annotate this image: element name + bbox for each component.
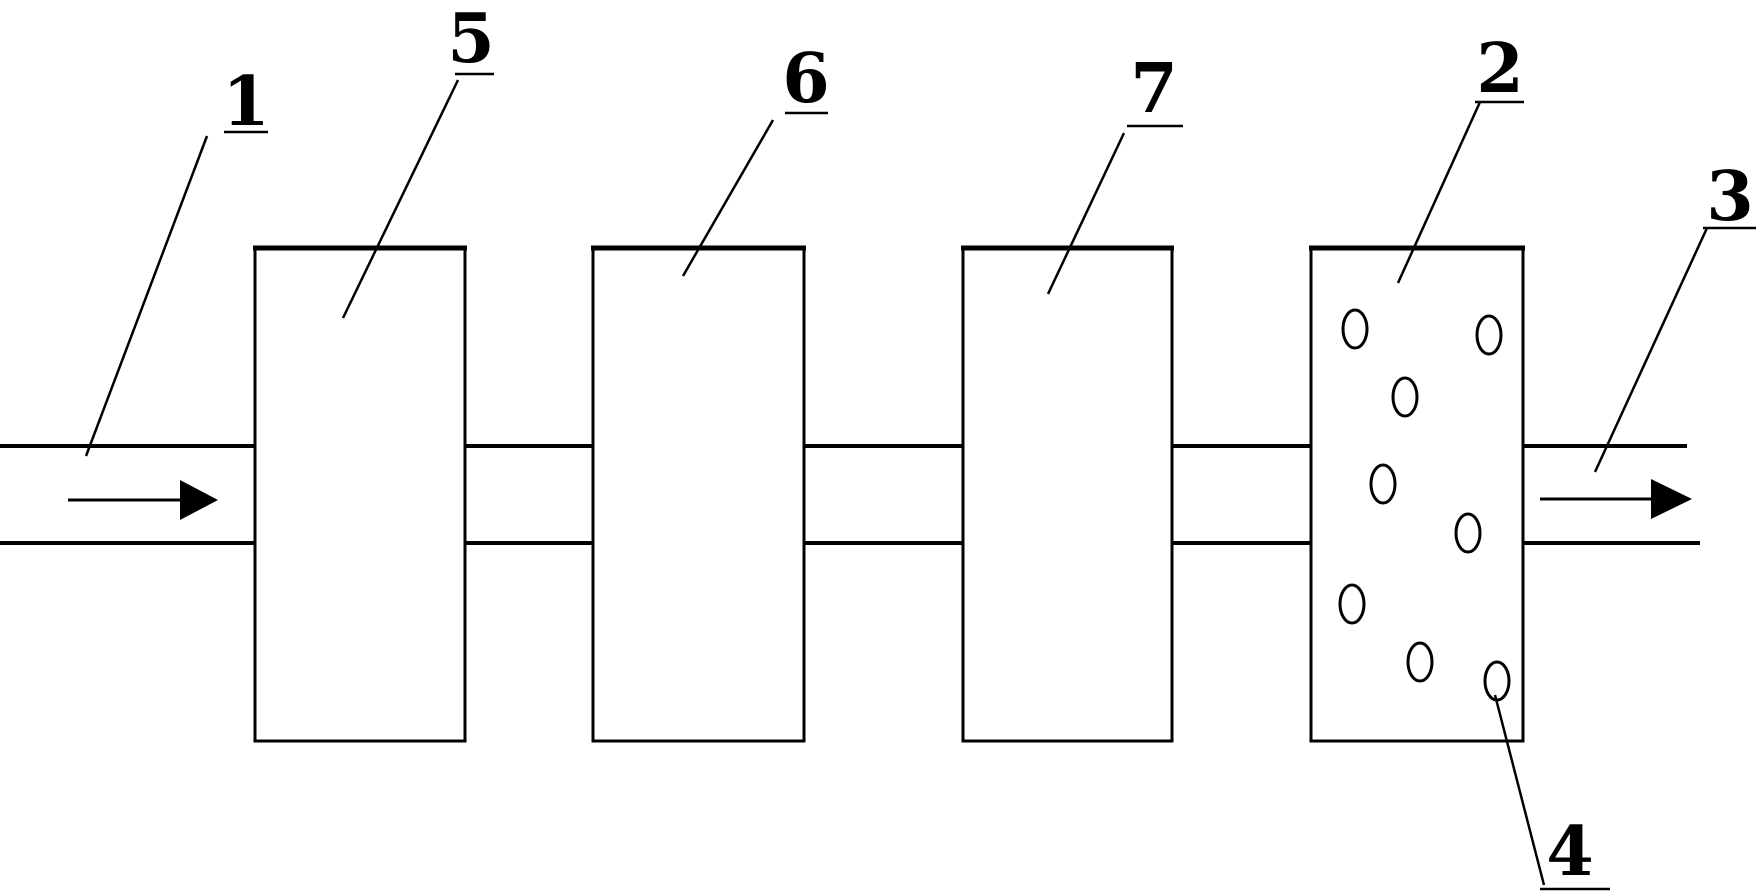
- leader-lines: [84, 72, 1756, 891]
- leader-line-5: [341, 79, 460, 319]
- bubble: [1406, 641, 1434, 683]
- bubble: [1341, 308, 1369, 350]
- bubble: [1475, 314, 1503, 356]
- leader-line-1: [84, 135, 209, 457]
- label-1: 1: [222, 62, 269, 142]
- inlet-flow-arrow-icon: [68, 480, 218, 520]
- bubble: [1369, 463, 1397, 505]
- leader-line-3: [1593, 227, 1709, 473]
- leader-line-4: [1493, 694, 1546, 886]
- leader-line-6: [681, 119, 775, 277]
- pipe-walls: [0, 444, 1700, 545]
- outlet-arrow-head: [1651, 479, 1692, 519]
- label-2: 2: [1476, 29, 1523, 109]
- leader-line-7: [1046, 132, 1126, 295]
- label-3: 3: [1706, 157, 1753, 237]
- unit-boxes: [253, 246, 1525, 743]
- unit-box-5: [253, 246, 467, 743]
- label-5: 5: [447, 0, 494, 79]
- bubble: [1338, 583, 1366, 625]
- leader-line-2: [1396, 101, 1482, 284]
- bubble: [1454, 512, 1482, 554]
- label-4: 4: [1546, 812, 1593, 892]
- reference-numerals: 1 5 6 7 2 3 4: [222, 0, 1753, 892]
- label-7: 7: [1130, 49, 1177, 129]
- label-6: 6: [782, 39, 829, 119]
- unit-box-7: [961, 246, 1174, 743]
- inlet-arrow-head: [180, 480, 218, 520]
- unit-box-6: [591, 246, 806, 743]
- bubble: [1391, 376, 1419, 418]
- outlet-flow-arrow-icon: [1540, 479, 1692, 519]
